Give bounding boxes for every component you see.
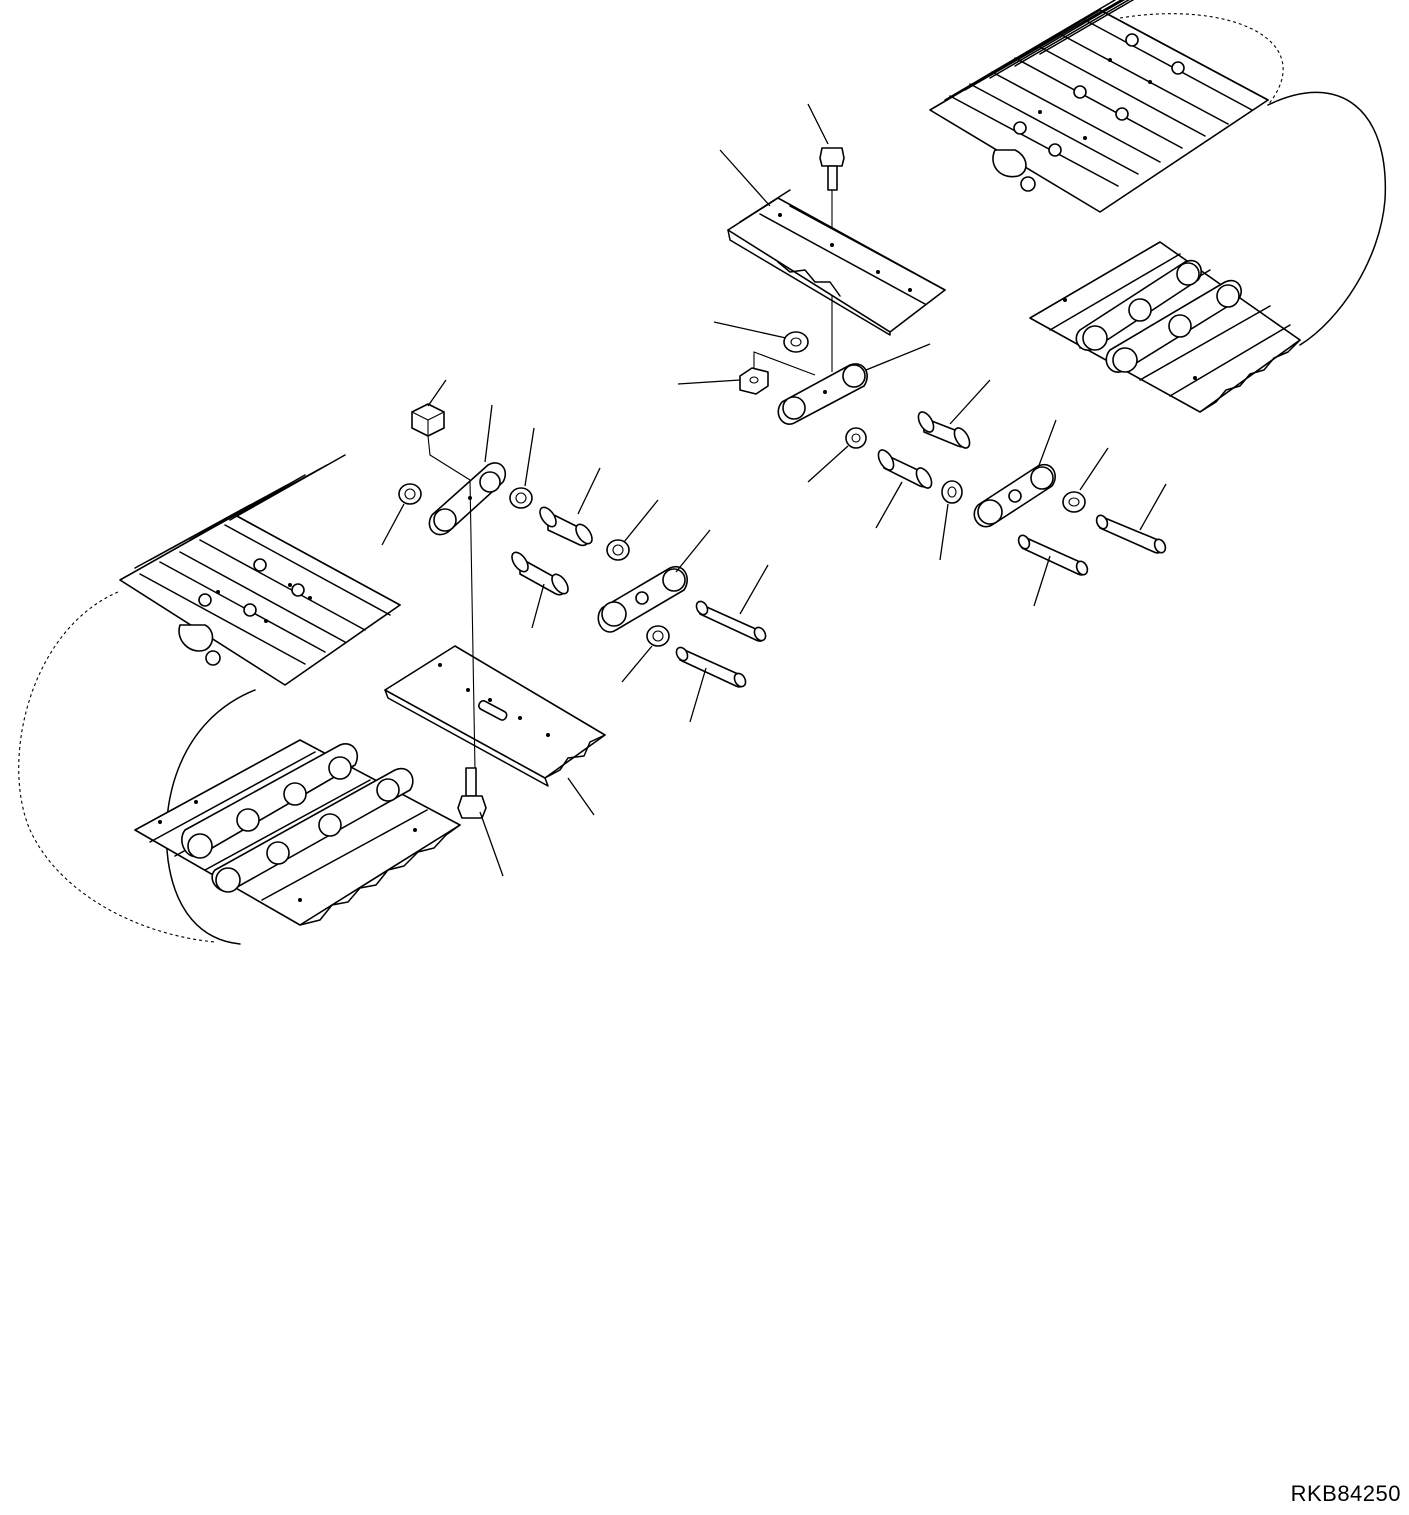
leader-lines: [382, 104, 1166, 876]
leader-nut-right-2: [678, 380, 740, 384]
leader-seal-left-1: [382, 504, 404, 545]
right-lower-shoes: [1030, 242, 1300, 412]
leader-spacer-left-1: [525, 428, 534, 486]
spacer-left-2: [647, 626, 669, 646]
leader-pin-left-2: [690, 668, 706, 722]
right-upper-shoes: [930, 0, 1268, 212]
track-bushing-right-1: [915, 409, 972, 450]
track-shoe-nut-right-1: [784, 332, 808, 352]
bolt-axis-left: [470, 480, 475, 770]
track-shoe-left: [385, 646, 605, 786]
leader-pin-left-1: [740, 565, 768, 614]
track-bushing-left-1: [537, 505, 595, 547]
track-shoe-nut-right-2: [740, 352, 815, 394]
master-link-right: [778, 364, 867, 424]
left-upper-shoes: [120, 455, 400, 685]
leader-nut-left: [428, 380, 446, 406]
dust-seal-left-2: [607, 540, 629, 560]
dust-seal-left-1: [399, 484, 421, 504]
master-link-left: [429, 463, 505, 535]
leader-link-left: [676, 530, 710, 572]
track-link-right: [974, 465, 1055, 527]
leader-seal-right-1: [808, 446, 848, 482]
spacer-right-1: [942, 481, 962, 503]
track-pin-right-1: [1095, 514, 1168, 555]
spacer-left-1: [510, 488, 532, 508]
track-bushing-right-2: [875, 447, 934, 490]
leader-spacer-left-2: [622, 646, 652, 682]
leader-bolt-right: [808, 104, 828, 144]
reference-code: RKB84250: [1290, 1481, 1401, 1506]
dust-seal-right-1: [846, 428, 866, 448]
leader-seal-right-2: [1080, 448, 1108, 490]
left-track-assembly: [19, 455, 460, 944]
leader-pin-right-1: [1140, 484, 1166, 530]
leader-nut-right-1: [714, 322, 786, 338]
leader-spacer-right-1: [940, 504, 948, 560]
track-shoe-right: [728, 190, 945, 335]
right-track-assembly: [930, 0, 1385, 412]
leader-link-right: [1038, 420, 1056, 468]
leader-bolt-left: [480, 812, 503, 876]
track-bushing-left-2: [509, 550, 571, 597]
leader-bushing-right-2: [876, 482, 902, 528]
leader-master-link-left: [485, 405, 492, 462]
leader-shoe-left: [568, 778, 594, 815]
track-pin-left-1: [694, 599, 768, 642]
leader-bushing-left-1: [578, 468, 600, 514]
leader-seal-left-2: [624, 500, 658, 542]
dust-seal-right-2: [1063, 492, 1085, 512]
track-link-left: [598, 567, 687, 632]
left-lower-shoes: [135, 740, 460, 925]
leader-pin-right-2: [1034, 556, 1050, 606]
track-shoe-bolt-left: [458, 768, 486, 818]
leader-master-link-right: [866, 344, 930, 370]
leader-bushing-right-1: [950, 380, 990, 424]
track-pin-left-2: [674, 645, 748, 688]
track-shoe-nut: [412, 404, 470, 480]
track-shoe-bolt-right: [820, 148, 844, 190]
track-pin-right-2: [1017, 534, 1090, 577]
leader-bushing-left-2: [532, 584, 544, 628]
leader-shoe-right: [720, 150, 770, 206]
